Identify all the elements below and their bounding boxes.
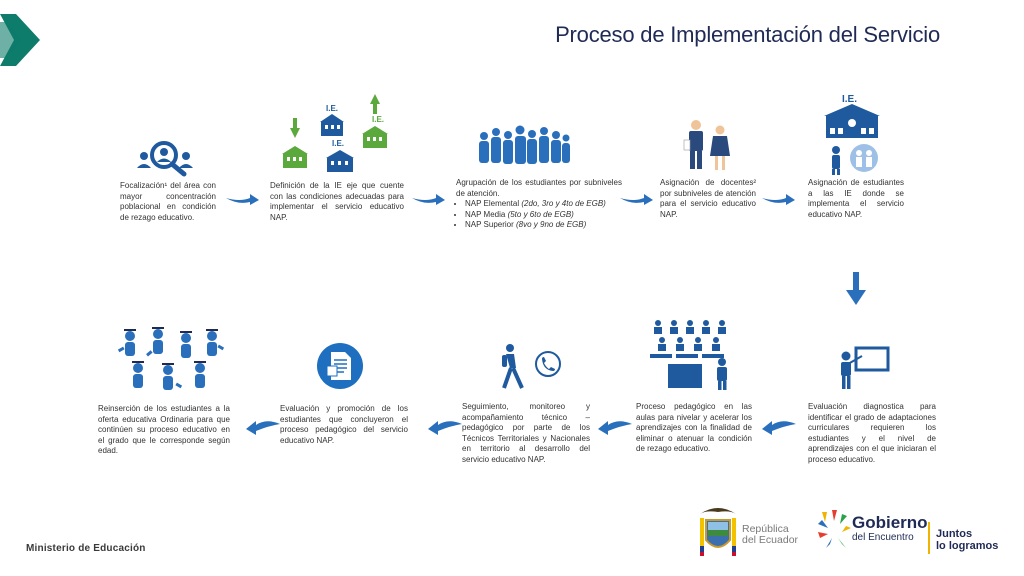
graduates-icon xyxy=(117,327,225,390)
svg-text:I.E.: I.E. xyxy=(326,104,338,113)
arrow-left-icon xyxy=(246,421,280,435)
step-3-list: NAP Elemental (2do, 3ro y 4to de EGB) NA… xyxy=(456,199,622,231)
step-1-text: Focalización¹ del área con mayor concent… xyxy=(120,181,216,222)
list-item: NAP Superior (8vo y 9no de EGB) xyxy=(465,220,622,231)
svg-text:I.E.: I.E. xyxy=(332,139,344,148)
step-3-intro: Agrupación de los estudiantes por subniv… xyxy=(456,178,622,198)
step-10-text: Reinserción de los estudiantes a la ofer… xyxy=(98,404,230,455)
step-5-text: Asignación de estudiantes a las IE donde… xyxy=(808,178,904,219)
step-2-text: Definición de la IE eje que cuente con l… xyxy=(270,181,404,222)
arrow-left-icon xyxy=(762,421,796,435)
arrow-left-icon xyxy=(598,421,632,435)
step-8-text: Seguimiento, monitoreo y acompañamiento … xyxy=(462,402,590,464)
republica-line-2: del Ecuador xyxy=(742,534,799,546)
ministry-label: Ministerio de Educación xyxy=(26,543,146,554)
schools-icon: I.E. I.E. I.E. xyxy=(282,94,388,172)
classroom-icon xyxy=(650,320,727,390)
teacher-board-icon xyxy=(841,346,890,389)
gobierno-burst-icon xyxy=(818,510,851,548)
arrow-right-icon xyxy=(620,194,653,205)
teachers-icon xyxy=(683,120,730,170)
school-students-icon: I.E. xyxy=(824,94,880,175)
arrow-right-icon xyxy=(412,194,445,205)
page-title: Proceso de Implementación del Servicio xyxy=(555,22,940,47)
republica-line-1: República xyxy=(742,523,789,535)
list-item: NAP Elemental (2do, 3ro y 4to de EGB) xyxy=(465,199,622,210)
arrow-left-icon xyxy=(428,421,462,435)
step-4-text: Asignación de docentes² por subniveles d… xyxy=(660,178,756,219)
corner-chevron-icon xyxy=(0,14,40,66)
step-6-text: Evaluación diagnostica para identificar … xyxy=(808,402,936,464)
students-group-icon xyxy=(479,125,570,164)
gobierno-line-2: del Encuentro xyxy=(852,532,914,543)
coat-of-arms-icon xyxy=(700,508,736,556)
juntos-line-1: Juntos xyxy=(936,528,973,540)
juntos-text: Juntos lo logramos xyxy=(936,528,998,552)
arrow-down-icon xyxy=(846,272,866,305)
list-item: NAP Media (5to y 6to de EGB) xyxy=(465,210,622,221)
step-3-text: Agrupación de los estudiantes por subniv… xyxy=(456,178,622,231)
arrow-right-icon xyxy=(762,194,795,205)
arrow-right-icon xyxy=(226,194,259,205)
gobierno-line-1: Gobierno xyxy=(852,513,928,532)
step-9-text: Evaluación y promoción de los estudiante… xyxy=(280,404,408,445)
svg-text:I.E.: I.E. xyxy=(372,115,384,124)
logo-divider xyxy=(928,522,930,554)
juntos-line-2: lo logramos xyxy=(936,540,999,552)
step-7-text: Proceso pedagógico en las aulas para niv… xyxy=(636,402,752,453)
document-icon xyxy=(317,343,363,389)
svg-text:I.E.: I.E. xyxy=(842,94,857,105)
walker-phone-icon xyxy=(502,344,561,389)
magnifier-people-icon xyxy=(137,141,193,177)
gobierno-logo-text: Gobierno del Encuentro xyxy=(852,513,928,544)
republica-logo-text: República del Ecuador xyxy=(742,524,798,546)
